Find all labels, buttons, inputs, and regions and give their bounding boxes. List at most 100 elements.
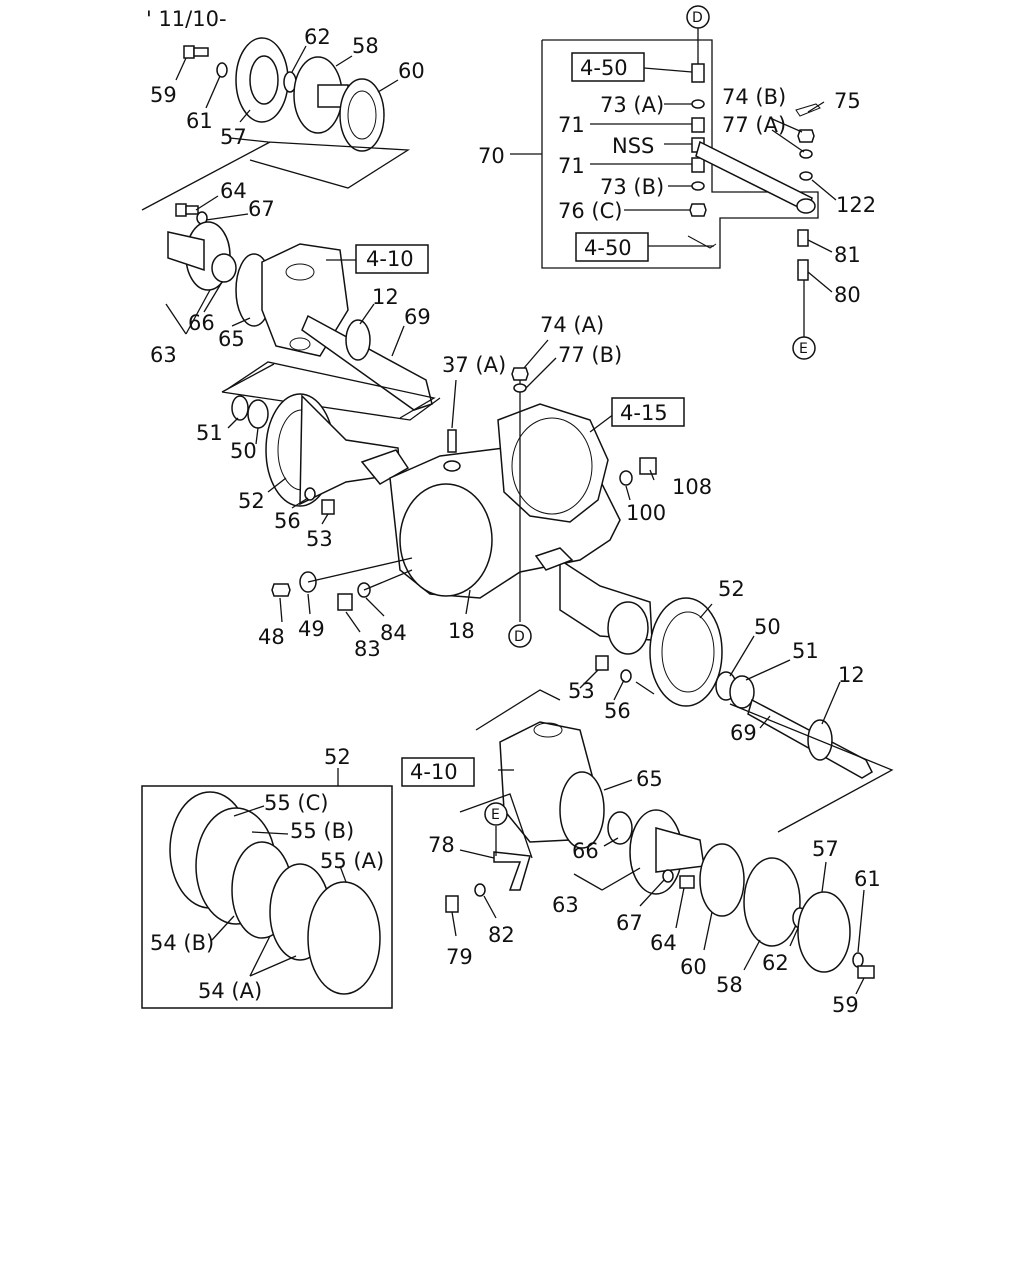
washer-82: [474, 883, 486, 897]
circle-ref-d-top[interactable]: [686, 5, 710, 29]
nut-74a: [511, 367, 529, 381]
label-56-right: 56: [604, 699, 631, 723]
hub-assembly-upper: [175, 37, 411, 189]
inset-52-detail: [141, 768, 393, 1009]
label-49: 49: [298, 617, 325, 641]
bolt-59-head: [183, 45, 195, 59]
label-60-lower: 60: [680, 955, 707, 979]
ref-box-4-15[interactable]: [611, 397, 685, 427]
axle-housing: [225, 339, 657, 655]
circle-ref-d-bottom-label: D: [514, 629, 525, 645]
ref-box-4-10-lower[interactable]: [401, 757, 475, 787]
label-nss: NSS: [612, 134, 654, 158]
cv-joint-12: [345, 319, 371, 361]
ref-4-50-bottom-label: 4-50: [584, 236, 632, 260]
gasket-57-inner: [249, 55, 279, 105]
bolt-53-left: [321, 499, 335, 515]
label-58: 58: [352, 34, 379, 58]
label-59-lower: 59: [832, 993, 859, 1017]
nut-76c: [689, 203, 707, 217]
label-76c: 76 (C): [558, 199, 622, 223]
bolt-64-lower: [679, 875, 695, 889]
label-65-lower: 65: [636, 767, 663, 791]
hub-58-lower: [743, 857, 801, 947]
circle-ref-e-right-label: E: [799, 341, 808, 357]
spindle-63-shaft: [167, 231, 205, 272]
grease-nipple: [691, 63, 705, 83]
bearing-66-lower: [607, 811, 633, 845]
label-84: 84: [380, 621, 407, 645]
knuckle-assembly-lower: [445, 721, 875, 995]
label-18: 18: [448, 619, 475, 643]
ref-box-4-10-upper[interactable]: [355, 244, 429, 274]
label-59: 59: [150, 83, 177, 107]
label-74a: 74 (A): [540, 313, 604, 337]
bracket-78: [493, 851, 531, 891]
ref-4-10-lower-label: 4-10: [410, 760, 458, 784]
label-83: 83: [354, 637, 381, 661]
axle-shaft-12: [301, 314, 433, 411]
label-54a: 54 (A): [198, 979, 262, 1003]
diff-carrier: [497, 403, 609, 523]
date-code: ' 11/10-: [146, 7, 227, 31]
knuckle-assembly-upper: [141, 141, 441, 421]
label-55b: 55 (B): [290, 819, 354, 843]
label-53-left: 53: [306, 527, 333, 551]
nut-48: [271, 583, 291, 597]
label-63-lower: 63: [552, 893, 579, 917]
circle-ref-d-bottom[interactable]: [508, 624, 532, 648]
label-55c: 55 (C): [264, 791, 328, 815]
washer-56-right: [620, 669, 632, 683]
label-75: 75: [834, 89, 861, 113]
ref-box-4-50-top[interactable]: [571, 52, 645, 82]
circle-ref-e-right[interactable]: [792, 336, 816, 360]
seal-51-right: [729, 675, 755, 709]
circle-ref-e-lower-label: E: [491, 807, 500, 823]
label-51-right: 51: [792, 639, 819, 663]
label-69: 69: [404, 305, 431, 329]
label-50-right: 50: [754, 615, 781, 639]
label-78: 78: [428, 833, 455, 857]
label-71-lower: 71: [558, 154, 585, 178]
ref-4-15-label: 4-15: [620, 401, 668, 425]
cap-60: [339, 78, 385, 152]
ref-box-4-50-bottom[interactable]: [575, 232, 649, 262]
cap-60-lower: [699, 843, 745, 917]
label-122: 122: [836, 193, 876, 217]
label-65: 65: [218, 327, 245, 351]
label-54b: 54 (B): [150, 931, 214, 955]
label-52-left: 52: [238, 489, 265, 513]
circle-ref-d-top-label: D: [692, 10, 703, 26]
label-52-inset: 52: [324, 745, 351, 769]
bolt-59-shank: [193, 47, 209, 57]
circle-ref-e-lower[interactable]: [484, 802, 508, 826]
label-51-left: 51: [196, 421, 223, 445]
bolt-59-lower: [857, 965, 875, 979]
label-61-lower: 61: [854, 867, 881, 891]
label-80: 80: [834, 283, 861, 307]
tie-rod: [695, 140, 813, 214]
washer-61: [216, 62, 228, 78]
label-79: 79: [446, 945, 473, 969]
bolt-64: [175, 203, 187, 217]
label-66-lower: 66: [572, 839, 599, 863]
flange-52-right: [649, 597, 723, 707]
washer-67-lower: [662, 869, 674, 883]
breather-37a: [447, 429, 457, 453]
fitting-80: [797, 259, 809, 281]
washer-100: [619, 470, 633, 486]
label-66: 66: [188, 311, 215, 335]
bolt-79: [445, 895, 459, 913]
label-12: 12: [372, 285, 399, 309]
label-58-lower: 58: [716, 973, 743, 997]
label-50-left: 50: [230, 439, 257, 463]
bushing-71-upper: [691, 117, 705, 133]
label-61: 61: [186, 109, 213, 133]
right-axle-parts: [475, 597, 894, 833]
label-69-right: 69: [730, 721, 757, 745]
washer-56-left: [304, 487, 316, 501]
washer-77b: [513, 383, 527, 393]
label-57-lower: 57: [812, 837, 839, 861]
label-81: 81: [834, 243, 861, 267]
